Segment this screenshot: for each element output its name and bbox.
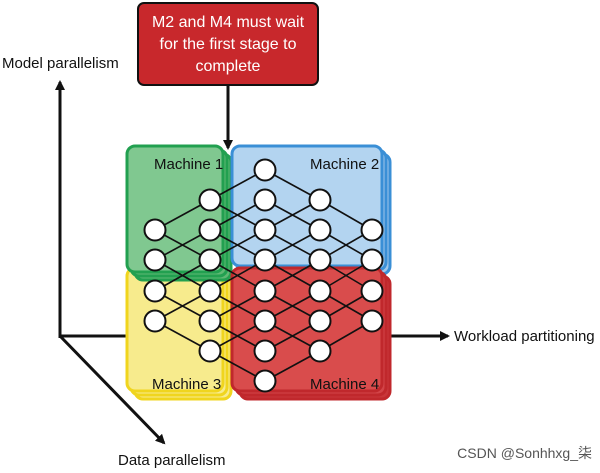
network-node bbox=[253, 248, 277, 272]
network-node bbox=[253, 158, 277, 182]
network-node bbox=[253, 369, 277, 393]
network-node bbox=[253, 279, 277, 303]
network-node bbox=[143, 279, 167, 303]
machine-1-block bbox=[125, 144, 233, 282]
network-node bbox=[198, 188, 222, 212]
network-node bbox=[360, 218, 384, 242]
network-node bbox=[198, 339, 222, 363]
machine-1-label: Machine 1 bbox=[154, 156, 223, 173]
data-parallelism-axis bbox=[58, 334, 166, 445]
network-node bbox=[308, 218, 332, 242]
network-node bbox=[360, 309, 384, 333]
machine-4-label: Machine 4 bbox=[310, 376, 379, 393]
network-node bbox=[253, 188, 277, 212]
data-parallelism-label: Data parallelism bbox=[118, 452, 226, 469]
note-line-3: complete bbox=[196, 58, 261, 75]
network-node bbox=[360, 279, 384, 303]
network-node bbox=[198, 248, 222, 272]
network-node bbox=[143, 218, 167, 242]
network-node bbox=[198, 218, 222, 242]
workload-partitioning-label: Workload partitioning bbox=[454, 328, 595, 345]
network-node bbox=[308, 339, 332, 363]
machine-2-label: Machine 2 bbox=[310, 156, 379, 173]
note-callout: M2 and M4 must wait for the first stage … bbox=[137, 2, 319, 150]
network-node bbox=[143, 248, 167, 272]
model-parallelism-label: Model parallelism bbox=[2, 55, 119, 72]
watermark-text: CSDN @Sonhhxg_柒 bbox=[457, 445, 592, 461]
network-node bbox=[143, 309, 167, 333]
network-node bbox=[308, 248, 332, 272]
network-node bbox=[308, 309, 332, 333]
note-line-1: M2 and M4 must wait bbox=[152, 14, 305, 31]
network-node bbox=[198, 309, 222, 333]
network-node bbox=[308, 279, 332, 303]
network-node bbox=[253, 218, 277, 242]
network-node bbox=[253, 309, 277, 333]
network-node bbox=[308, 188, 332, 212]
network-node bbox=[253, 339, 277, 363]
network-node bbox=[198, 279, 222, 303]
network-nodes bbox=[143, 158, 384, 393]
machine-3-label: Machine 3 bbox=[152, 376, 221, 393]
network-node bbox=[360, 248, 384, 272]
note-line-2: for the first stage to bbox=[160, 36, 297, 53]
